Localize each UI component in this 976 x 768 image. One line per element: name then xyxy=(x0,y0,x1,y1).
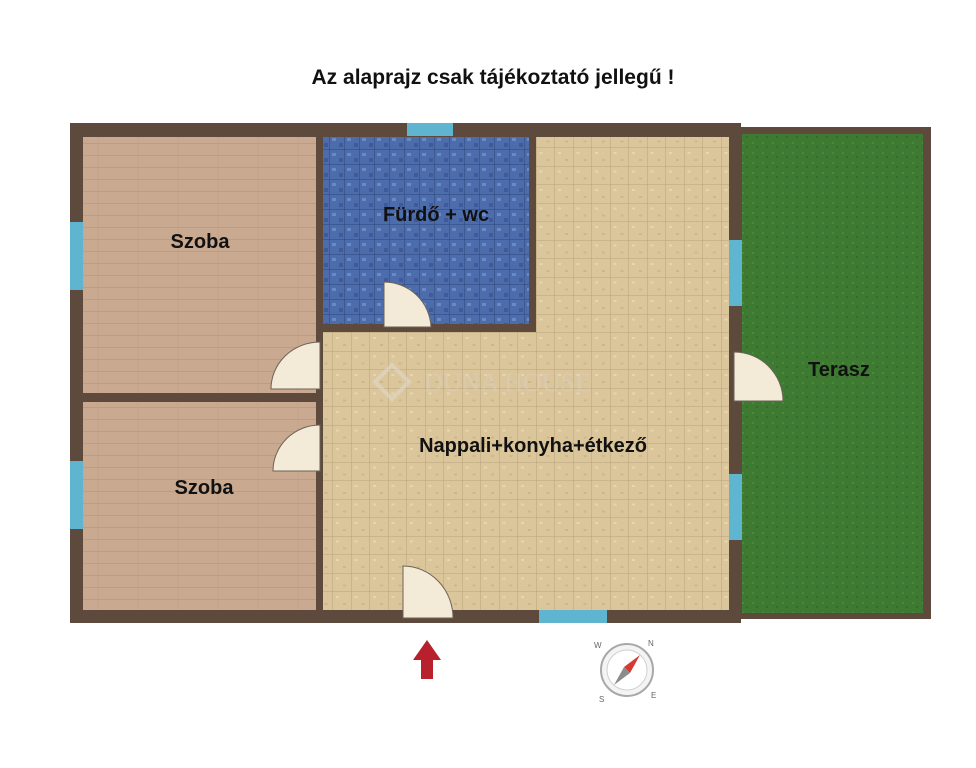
living-floor xyxy=(323,137,729,610)
entrance-arrow-icon xyxy=(413,640,441,679)
window-room1 xyxy=(70,222,83,290)
window-bottom xyxy=(539,610,607,623)
room1-floor xyxy=(83,137,316,393)
door-entrance xyxy=(402,565,454,619)
door-bathroom xyxy=(383,281,432,328)
window-living-east-top xyxy=(729,240,742,306)
compass-w: W xyxy=(594,641,602,650)
window-living-east-bottom xyxy=(729,474,742,540)
door-room2 xyxy=(272,424,321,472)
room2-floor xyxy=(83,402,316,610)
bath-label: Fürdő + wc xyxy=(383,204,489,226)
compass-icon: N E S W xyxy=(594,639,656,704)
door-room1 xyxy=(270,341,321,390)
compass-e: E xyxy=(651,691,656,700)
watermark: DUNA HOUSE xyxy=(372,362,591,402)
compass-n: N xyxy=(648,639,654,648)
bath-floor xyxy=(323,137,529,324)
plan-title: Az alaprajz csak tájékoztató jellegű ! xyxy=(311,66,675,89)
window-room2 xyxy=(70,461,83,529)
living-label: Nappali+konyha+étkező xyxy=(419,435,647,457)
terrace-label: Terasz xyxy=(808,359,870,381)
watermark-text: DUNA HOUSE xyxy=(424,368,591,397)
room2-label: Szoba xyxy=(175,477,235,499)
window-top xyxy=(407,123,453,136)
room1-label: Szoba xyxy=(171,231,231,253)
door-terrace xyxy=(733,351,784,402)
compass-s: S xyxy=(599,695,604,704)
